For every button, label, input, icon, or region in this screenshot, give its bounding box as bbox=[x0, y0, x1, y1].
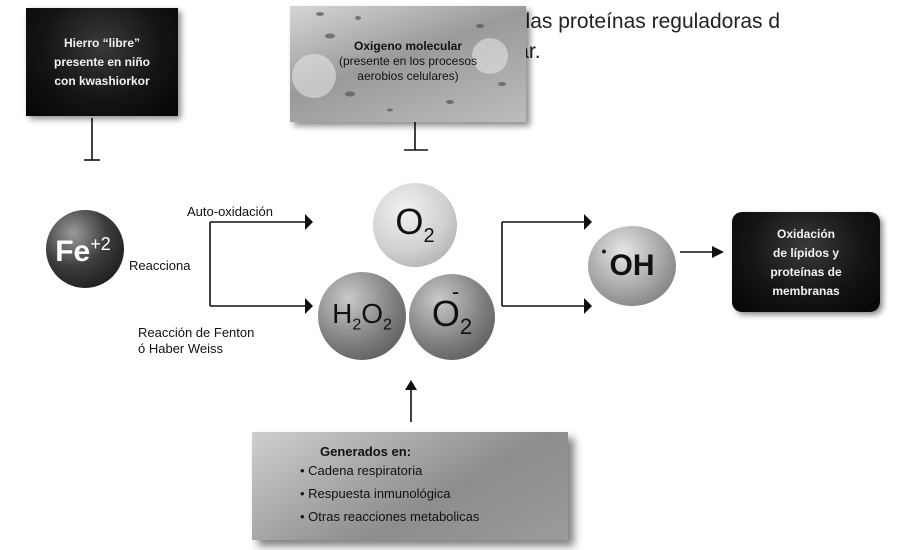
fe-symbol: Fe bbox=[55, 234, 91, 268]
generated-item-1: • Cadena respiratoria bbox=[300, 463, 423, 478]
o2-sphere: O2 bbox=[373, 183, 457, 267]
iron-box-line-2: presente en niño bbox=[53, 55, 151, 69]
oxidation-line-4: membranas bbox=[772, 284, 840, 298]
h2o2-sphere: H2O2 bbox=[318, 272, 406, 360]
fe2-sphere: Fe+2 bbox=[46, 210, 124, 288]
oxidation-line-2: de lípidos y bbox=[772, 246, 839, 260]
hydroxyl-symbol: OH bbox=[609, 249, 655, 282]
label-reacciona: Reacciona bbox=[129, 258, 191, 273]
oxygen-source-box: Oxigeno molecular (presente en los proce… bbox=[290, 6, 526, 122]
h2o2-sub-2: 2 bbox=[383, 316, 392, 334]
iron-box-line-3: con kwashiorkor bbox=[54, 74, 150, 88]
iron-box-line-1: Hierro “libre” bbox=[63, 36, 141, 50]
label-auto-oxidation: Auto-oxidación bbox=[187, 204, 273, 219]
generated-item-3: • Otras reacciones metabolicas bbox=[300, 509, 480, 524]
oxidation-line-1: Oxidación bbox=[776, 227, 835, 241]
bubbles-decoration bbox=[292, 12, 508, 112]
h2o2-o: O bbox=[361, 297, 383, 329]
h2o2-sub-1: 2 bbox=[352, 316, 362, 334]
h2o2-h: H bbox=[332, 297, 353, 329]
superoxide-charge: - bbox=[451, 279, 460, 305]
fe-charge: +2 bbox=[90, 233, 111, 254]
superoxide-symbol: O bbox=[431, 293, 460, 335]
hydroxyl-dot: • bbox=[601, 243, 607, 259]
oxidation-line-3: proteínas de bbox=[770, 265, 842, 279]
hydroxyl-sphere: •OH bbox=[588, 226, 676, 306]
oxygen-box-line-3: aerobios celulares) bbox=[357, 69, 459, 83]
o2-subscript: 2 bbox=[423, 225, 435, 248]
generated-title: Generados en: bbox=[320, 444, 412, 459]
superoxide-sphere: O- 2 bbox=[409, 274, 495, 360]
oxygen-box-title: Oxigeno molecular bbox=[353, 39, 463, 53]
superoxide-subscript: 2 bbox=[459, 314, 473, 340]
oxidation-result-box: Oxidación de lípidos y proteínas de memb… bbox=[732, 212, 880, 312]
label-haber-weiss: ó Haber Weiss bbox=[138, 341, 224, 356]
generated-item-2: • Respuesta inmunológica bbox=[300, 486, 451, 501]
background-text-line-1: ta de las proteínas reguladoras d bbox=[473, 10, 781, 33]
label-fenton: Reacción de Fenton bbox=[138, 325, 255, 340]
generated-sources-box: Generados en: • Cadena respiratoria • Re… bbox=[252, 432, 568, 540]
iron-source-box: Hierro “libre” presente en niño con kwas… bbox=[26, 8, 178, 116]
o2-symbol: O bbox=[395, 201, 424, 243]
oxygen-box-line-2: (presente en los procesos bbox=[338, 54, 478, 68]
